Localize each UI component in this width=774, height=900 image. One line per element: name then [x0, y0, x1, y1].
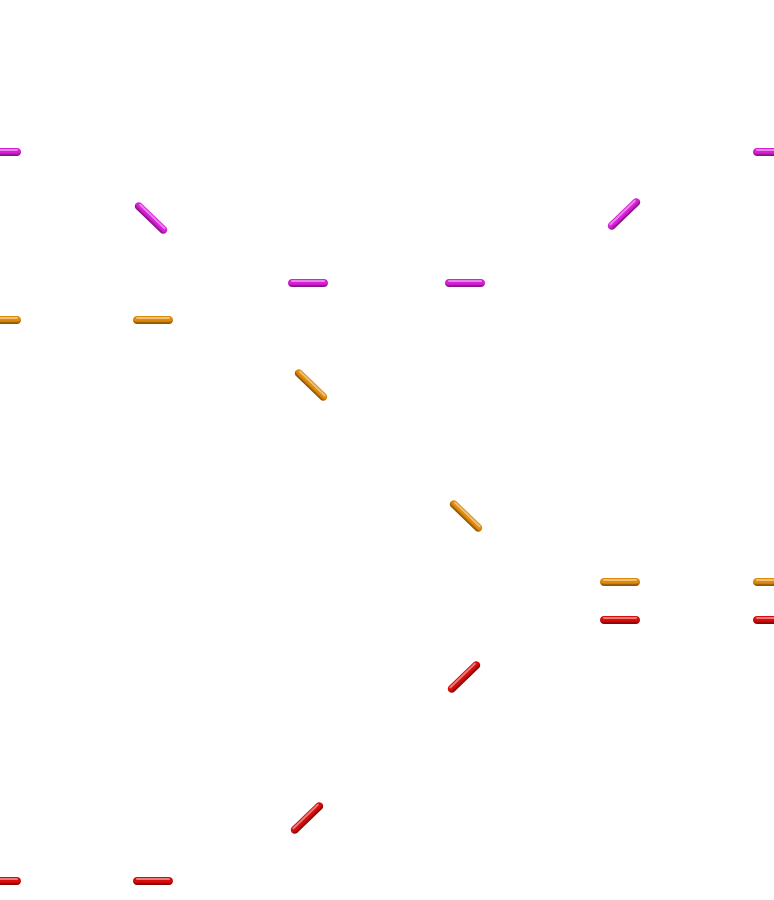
red-segment-1: [600, 616, 640, 624]
orange-segment-6: [753, 578, 774, 586]
orange-segment-4: [448, 498, 484, 534]
red-segment-4: [289, 800, 325, 836]
magenta-segment-5: [606, 196, 642, 232]
orange-segment-3: [293, 367, 329, 403]
magenta-segment-6: [753, 148, 774, 156]
red-segment-6: [0, 877, 21, 885]
magenta-segment-3: [288, 279, 328, 287]
magenta-segment-1: [0, 148, 21, 156]
orange-segment-1: [0, 316, 21, 324]
red-segment-2: [753, 616, 774, 624]
orange-segment-2: [133, 316, 173, 324]
magenta-segment-4: [445, 279, 485, 287]
red-segment-5: [133, 877, 173, 885]
red-segment-3: [446, 659, 482, 695]
orange-segment-5: [600, 578, 640, 586]
magenta-segment-2: [133, 200, 169, 236]
